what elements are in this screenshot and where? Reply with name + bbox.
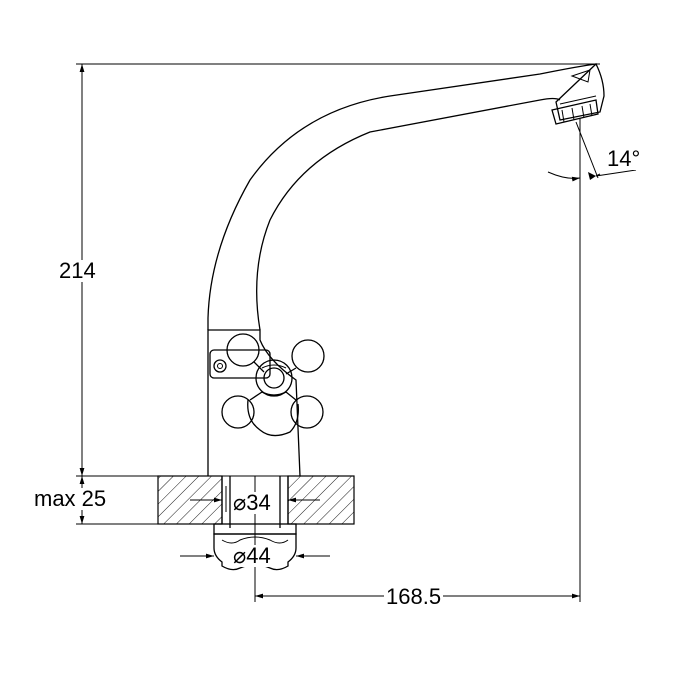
cross-handle <box>221 333 325 437</box>
reach-dimension <box>254 118 581 602</box>
height-label: 214 <box>57 258 98 283</box>
angle-label: 14° <box>605 146 643 171</box>
reach-label: 168.5 <box>384 584 444 609</box>
faucet-body <box>207 62 605 477</box>
nut-diameter-label: ⌀44 <box>231 543 273 568</box>
hole-diameter-label: ⌀34 <box>231 490 273 515</box>
hole-diameter-dimension <box>190 486 320 512</box>
height-dimension <box>76 63 600 477</box>
valve-housing <box>209 349 271 379</box>
angle-dimension <box>547 121 637 182</box>
max-thickness-label: max 25 <box>32 486 109 511</box>
